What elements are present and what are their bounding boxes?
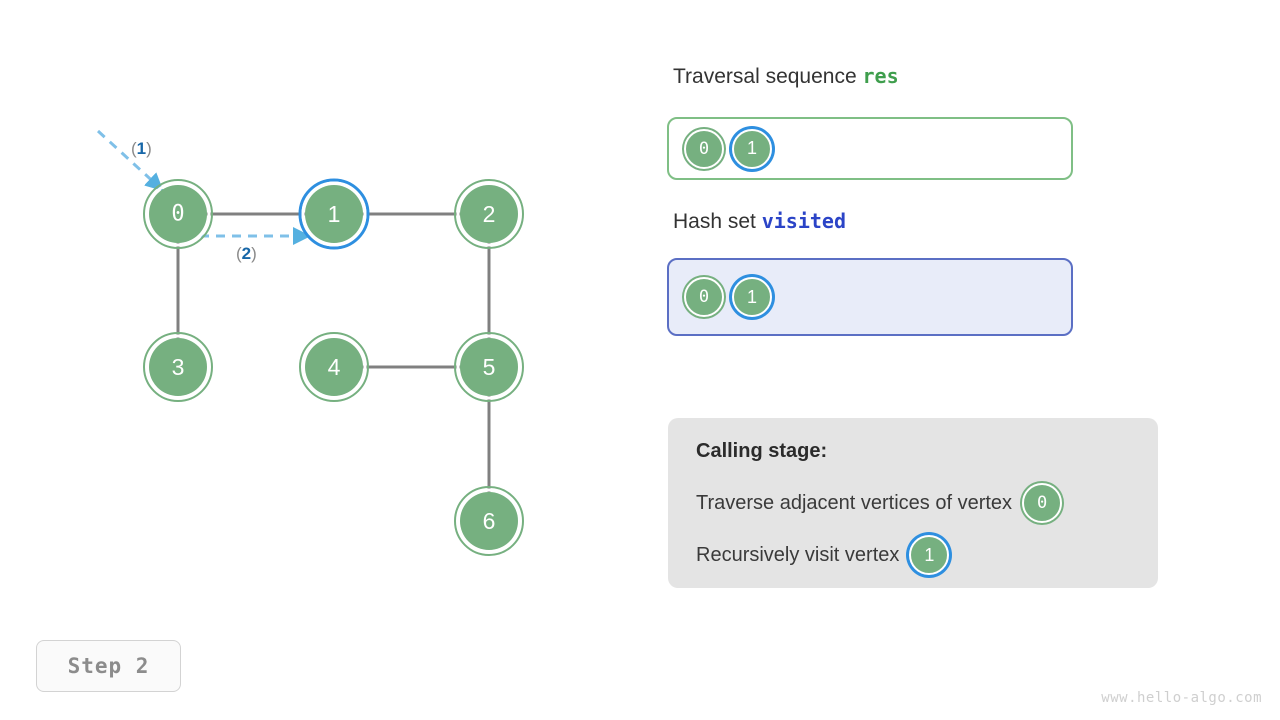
graph-node-6[interactable]: 6 <box>454 486 524 556</box>
node-fill <box>460 492 518 550</box>
res-item-chip: 0 <box>684 128 724 169</box>
visited-item-chip: 0 <box>684 277 724 317</box>
annotation-close-paren: ) <box>251 244 257 263</box>
annotation-close-paren: ) <box>146 139 152 158</box>
annotation-arrow-2: (2) <box>236 244 257 264</box>
graph-node-0[interactable]: 0 <box>143 179 213 249</box>
node-fill <box>460 185 518 243</box>
calling-stage-row-text: Traverse adjacent vertices of vertex <box>696 491 1013 514</box>
calling-stage-row: Traverse adjacent vertices of vertex 0 <box>696 483 1130 523</box>
calling-stage-card: Calling stage: Traverse adjacent vertice… <box>668 418 1158 588</box>
res-title-code: res <box>862 64 899 88</box>
node-outer-ring <box>143 179 213 249</box>
dashed-arrow-entry <box>96 129 164 192</box>
node-label: 6 <box>483 508 496 534</box>
calling-stage-row: Recursively visit vertex 1 <box>696 535 1130 575</box>
node-white-ring <box>301 334 367 400</box>
visited-section-title: Hash set visited <box>673 209 846 234</box>
chip-label: 0 <box>698 287 710 307</box>
node-fill <box>305 185 363 243</box>
node-white-ring <box>456 334 522 400</box>
chip-label: 0 <box>698 138 710 159</box>
chip-label: 1 <box>924 544 935 565</box>
node-fill <box>149 185 207 243</box>
graph-node-2[interactable]: 2 <box>454 179 524 249</box>
node-label: 2 <box>483 201 496 227</box>
node-label: 0 <box>171 202 184 227</box>
node-outer-ring <box>143 332 213 402</box>
res-section-title: Traversal sequence res <box>673 64 899 89</box>
step-badge-label: Step 2 <box>67 654 150 678</box>
node-outer-ring <box>454 179 524 249</box>
dashed-arrow-layer <box>96 129 311 245</box>
node-white-ring <box>301 181 367 247</box>
watermark: www.hello-algo.com <box>1101 690 1262 706</box>
chip-label: 1 <box>746 138 757 158</box>
calling-stage-heading: Calling stage: <box>696 440 828 462</box>
graph-node-1[interactable]: 1 <box>298 178 370 250</box>
graph-node-5[interactable]: 5 <box>454 332 524 402</box>
node-label: 4 <box>328 354 341 380</box>
node-outer-ring <box>298 178 370 250</box>
node-outer-ring <box>454 332 524 402</box>
node-white-ring <box>456 488 522 554</box>
graph-canvas: 0 1 2 3 4 5 6 <box>96 129 524 556</box>
graph-node-3[interactable]: 3 <box>143 332 213 402</box>
annotation-open-paren: ( <box>236 244 242 263</box>
node-outer-ring <box>454 486 524 556</box>
res-title-prefix: Traversal sequence <box>673 65 863 88</box>
chip-label: 0 <box>1036 493 1048 513</box>
node-white-ring <box>145 334 211 400</box>
node-outer-ring <box>299 332 369 402</box>
calling-stage-row-text: Recursively visit vertex <box>696 543 900 566</box>
step-badge: Step 2 <box>36 640 181 692</box>
node-label: 3 <box>172 354 185 380</box>
visited-item-chip: 1 <box>732 277 772 317</box>
annotation-open-paren: ( <box>131 139 137 158</box>
annotation-arrow-1: (1) <box>131 139 152 159</box>
graph-node-4[interactable]: 4 <box>299 332 369 402</box>
graph-panel: 0 1 2 3 4 5 6 (1) (2) <box>96 129 524 556</box>
calling-stage-row-chip: 0 <box>1022 483 1063 523</box>
annotation-number: 1 <box>136 139 147 158</box>
calling-stage-row-chip: 1 <box>909 535 950 575</box>
node-fill <box>149 338 207 396</box>
node-label: 1 <box>328 201 341 227</box>
node-layer: 0 1 2 3 4 5 6 <box>143 178 524 556</box>
node-fill <box>305 338 363 396</box>
chip-label: 1 <box>746 286 757 307</box>
node-fill <box>460 338 518 396</box>
node-label: 5 <box>483 354 496 380</box>
annotation-number: 2 <box>241 244 252 263</box>
node-white-ring <box>145 181 211 247</box>
visited-title-prefix: Hash set <box>673 210 762 233</box>
res-item-chip: 1 <box>732 128 772 169</box>
visited-title-code: visited <box>761 209 847 233</box>
node-white-ring <box>456 181 522 247</box>
